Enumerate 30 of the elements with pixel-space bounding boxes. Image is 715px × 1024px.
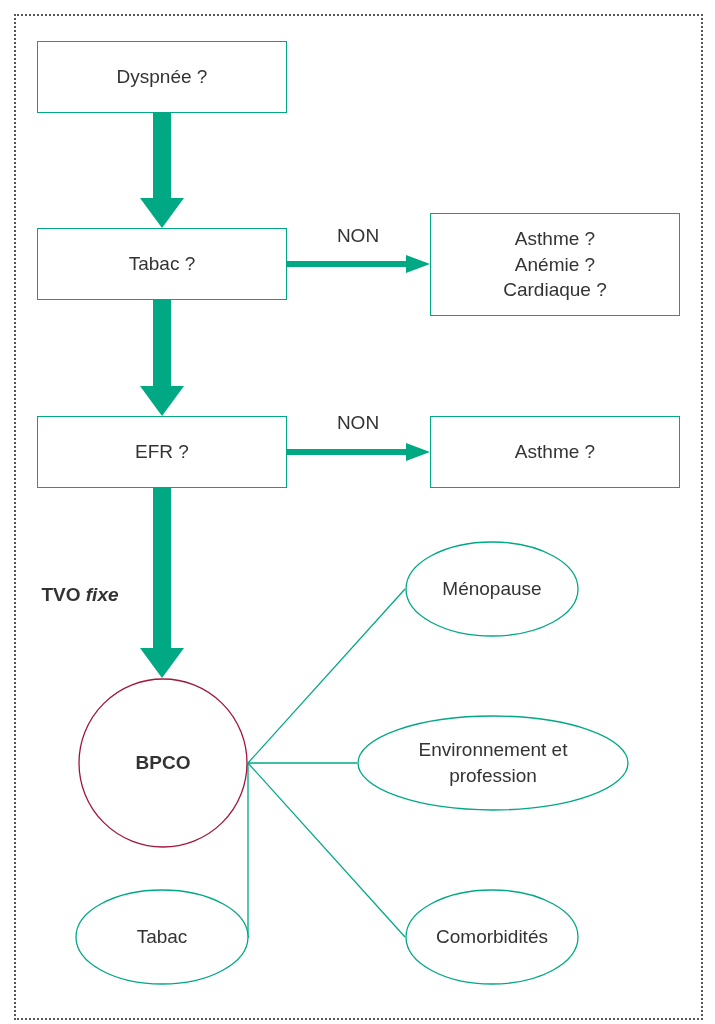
node-text: BPCO xyxy=(135,751,191,776)
connector-line xyxy=(247,588,406,764)
node-text: Dyspnée ? xyxy=(116,65,208,90)
arrow xyxy=(140,113,184,228)
node-text: Asthme ? xyxy=(514,227,596,252)
process-box xyxy=(37,228,287,300)
process-box xyxy=(430,213,680,316)
node-text: Cardiaque ? xyxy=(503,278,607,303)
ellipse-node xyxy=(357,715,629,811)
connector-line xyxy=(247,762,406,938)
node-text: Ménopause xyxy=(442,577,542,602)
process-box xyxy=(37,41,287,113)
ellipse-node xyxy=(405,889,579,985)
ellipse-node xyxy=(75,889,249,985)
node-text: EFR ? xyxy=(135,440,189,465)
node-text: Tabac ? xyxy=(128,252,196,277)
node-text: Asthme ? xyxy=(514,440,596,465)
ellipse-node xyxy=(405,541,579,637)
node-text: Comorbidités xyxy=(436,925,548,950)
arrow xyxy=(140,300,184,416)
connector-line xyxy=(247,762,358,764)
arrow xyxy=(287,443,430,461)
circle-node xyxy=(78,678,248,848)
node-text: Anémie ? xyxy=(514,252,596,277)
arrow xyxy=(140,488,184,678)
process-box xyxy=(37,416,287,488)
node-text: Environnement et profession xyxy=(417,738,569,788)
arrow xyxy=(287,255,430,273)
process-box xyxy=(430,416,680,488)
node-text: Tabac xyxy=(136,925,188,950)
